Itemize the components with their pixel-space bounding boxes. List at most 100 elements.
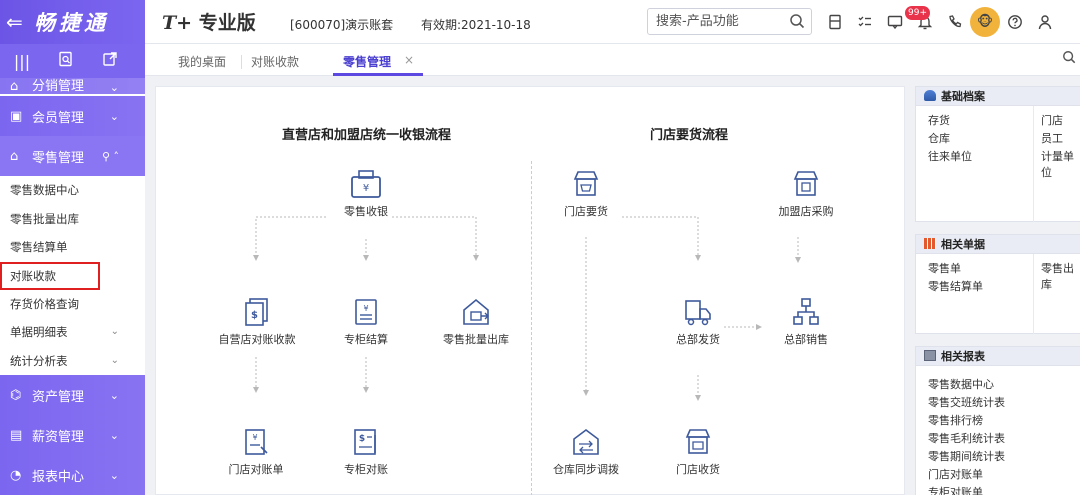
chevron-down-icon: ⌄ xyxy=(109,428,119,442)
menu-bars-icon[interactable]: ||| xyxy=(13,51,31,71)
settlement-doc-icon: ¥ xyxy=(355,299,377,325)
link-warehouse[interactable]: 仓库 xyxy=(928,132,950,145)
sidebar-section-reports[interactable]: ◔ 报表中心 ⌄ xyxy=(0,455,145,495)
message-icon[interactable] xyxy=(880,7,910,37)
monkey-avatar-icon: 🐵 xyxy=(970,7,1000,37)
sidebar-item-label: 统计分析表 xyxy=(10,353,68,368)
node-store-receive[interactable]: 门店收货 xyxy=(663,427,733,476)
user-avatar[interactable]: 🐵 xyxy=(970,7,1000,37)
account-label[interactable]: [600070]演示账套 xyxy=(290,18,394,32)
sidebar-item-label: 单据明细表 xyxy=(10,325,68,339)
link-unit[interactable]: 计量单位 xyxy=(1041,150,1074,179)
search-doc-icon[interactable] xyxy=(44,51,88,71)
link-report-ranking[interactable]: 零售排行榜 xyxy=(928,414,983,427)
flow-divider xyxy=(531,161,532,495)
search-input[interactable] xyxy=(656,9,791,34)
phone-icon[interactable] xyxy=(940,7,970,37)
flow-connectors xyxy=(253,216,801,401)
link-partners[interactable]: 往来单位 xyxy=(928,150,972,163)
node-self-reconcile[interactable]: $ 自营店对账收款 xyxy=(216,297,298,346)
franchise-store-icon xyxy=(793,171,819,196)
sidebar-section-retail[interactable]: ⌂ 零售管理 ⚲ ˄ xyxy=(0,136,145,176)
calculator-icon[interactable] xyxy=(820,7,850,37)
sidebar-item-retail-settlement[interactable]: 零售结算单 xyxy=(0,233,145,262)
sidebar-item-retail-batch-out[interactable]: 零售批量出库 xyxy=(0,204,145,233)
node-counter-reconcile[interactable]: $ 专柜对账 xyxy=(331,427,401,476)
tab-search-icon[interactable] xyxy=(1062,50,1076,68)
notification-badge: 99+ xyxy=(905,6,930,20)
left-flow-title: 直营店和加盟店统一收银流程 xyxy=(282,128,452,143)
chevron-down-icon: ⌄ xyxy=(109,388,119,402)
link-retail-bill[interactable]: 零售单 xyxy=(928,262,961,275)
retail-store-icon: ⌂ xyxy=(10,148,19,164)
node-store-statement[interactable]: ¥ 门店对账单 xyxy=(218,427,294,476)
product-label: 专业版 xyxy=(198,12,256,34)
link-store[interactable]: 门店 xyxy=(1041,114,1063,127)
tab-retail-management[interactable]: 零售管理 xyxy=(343,55,392,69)
link-report-data-center[interactable]: 零售数据中心 xyxy=(928,378,994,391)
chevron-down-icon: ⌄ xyxy=(109,81,119,94)
link-retail-settlement[interactable]: 零售结算单 xyxy=(928,280,983,293)
node-counter-settle[interactable]: ¥ 专柜结算 xyxy=(331,297,401,346)
back-icon[interactable]: ⇐ xyxy=(6,10,23,34)
search-box[interactable] xyxy=(647,8,812,35)
node-label: 总部销售 xyxy=(784,333,828,346)
store-basket-icon xyxy=(573,171,599,196)
tab-bar: 我的桌面 对账收款 零售管理 × xyxy=(145,44,1080,76)
help-icon[interactable] xyxy=(1000,7,1030,37)
link-report-gross-profit[interactable]: 零售毛利统计表 xyxy=(928,432,1005,445)
brand-logo[interactable]: 畅捷通 xyxy=(34,10,109,35)
node-batch-out[interactable]: 零售批量出库 xyxy=(436,297,516,346)
node-hq-sales[interactable]: 总部销售 xyxy=(771,297,841,346)
svg-text:¥: ¥ xyxy=(252,433,257,442)
payroll-icon: ▤ xyxy=(10,427,23,443)
link-report-period[interactable]: 零售期间统计表 xyxy=(928,450,1005,463)
sidebar-item-reconcile-payment[interactable]: 对账收款 xyxy=(0,261,100,290)
node-hq-ship[interactable]: 总部发货 xyxy=(663,297,733,346)
user-profile-icon[interactable] xyxy=(1030,7,1060,37)
sidebar-item-document-details[interactable]: 单据明细表 ⌄ xyxy=(0,318,145,347)
sidebar: ||| ⌂ 分销管理 ⌄ ▣ 会员管理 ⌄ ⌂ 零售管理 ⚲ ˄ 零售数据中心 … xyxy=(0,44,145,495)
sidebar-toolbar: ||| xyxy=(0,44,145,78)
validity-label: 有效期:2021-10-18 xyxy=(421,18,531,32)
node-label: 加盟店采购 xyxy=(778,205,834,218)
link-inventory[interactable]: 存货 xyxy=(928,114,950,127)
warehouse-out-icon xyxy=(463,298,489,325)
receipt-dollar-icon: $ xyxy=(245,298,268,326)
sidebar-section-assets[interactable]: ⌬ 资产管理 ⌄ xyxy=(0,375,145,415)
node-franchise-purchase[interactable]: 加盟店采购 xyxy=(766,169,846,218)
node-label: 零售批量出库 xyxy=(443,333,509,346)
tab-reconcile-payment[interactable]: 对账收款 xyxy=(251,55,300,69)
link-report-shift[interactable]: 零售交班统计表 xyxy=(928,396,1005,409)
link-retail-out[interactable]: 零售出库 xyxy=(1041,262,1074,291)
search-icon[interactable] xyxy=(789,13,805,29)
node-warehouse-transfer[interactable]: 仓库同步调拨 xyxy=(546,427,626,476)
node-label: 门店要货 xyxy=(564,205,608,218)
chevron-down-icon: ⌄ xyxy=(110,326,119,337)
reconcile-doc-icon: $ xyxy=(354,429,376,455)
sidebar-section-payroll[interactable]: ▤ 薪资管理 ⌄ xyxy=(0,415,145,455)
sidebar-section-distribution[interactable]: ⌂ 分销管理 ⌄ xyxy=(0,78,145,94)
sidebar-item-statistics[interactable]: 统计分析表 ⌄ xyxy=(0,346,145,375)
export-icon[interactable] xyxy=(88,51,132,71)
link-report-store-statement[interactable]: 门店对账单 xyxy=(928,468,983,481)
sidebar-item-price-query[interactable]: 存货价格查询 xyxy=(0,289,145,318)
sidebar-section-member[interactable]: ▣ 会员管理 ⌄ xyxy=(0,96,145,136)
task-list-icon[interactable] xyxy=(850,7,880,37)
node-store-request[interactable]: 门店要货 xyxy=(551,169,621,218)
chevron-down-icon: ⌄ xyxy=(109,109,119,123)
tab-my-desktop[interactable]: 我的桌面 xyxy=(178,55,227,69)
sidebar-item-retail-data-center[interactable]: 零售数据中心 xyxy=(0,176,145,205)
sidebar-section-label: 会员管理 xyxy=(32,110,85,126)
report-doc-icon xyxy=(924,350,936,361)
panel-body: 零售数据中心 零售交班统计表 零售排行榜 零售毛利统计表 零售期间统计表 门店对… xyxy=(916,366,1080,495)
link-employee[interactable]: 员工 xyxy=(1041,132,1063,145)
node-label: 专柜对账 xyxy=(344,463,388,476)
panel-header: 基础档案 xyxy=(916,87,1080,106)
tab-close-icon[interactable]: × xyxy=(404,53,415,67)
panel-header: 相关报表 xyxy=(916,347,1080,366)
node-label: 门店对账单 xyxy=(228,463,284,476)
link-report-counter-statement[interactable]: 专柜对账单 xyxy=(928,486,983,495)
node-retail-cash[interactable]: ¥ 零售收银 xyxy=(326,169,406,218)
